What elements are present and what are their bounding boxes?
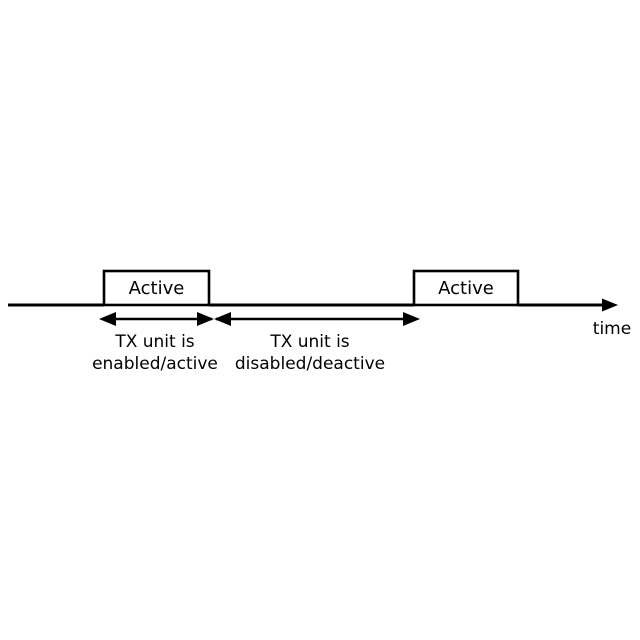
active-pulse-box-1 <box>102 269 211 307</box>
time-axis-arrowhead-icon <box>602 298 618 312</box>
active-pulse-label-1: Active <box>129 278 185 299</box>
time-axis-label: time <box>593 319 631 339</box>
disabled-span-arrowhead-right-icon <box>403 312 420 326</box>
active-pulse-box-2 <box>412 269 520 307</box>
disabled-span-caption-line1: TX unit is <box>269 332 349 352</box>
enabled-span-caption-line1: TX unit is <box>114 332 194 352</box>
enabled-span-caption-line2: enabled/active <box>92 354 218 374</box>
enabled-span-arrowhead-right-icon <box>197 312 214 326</box>
disabled-span-caption-line2: disabled/deactive <box>235 354 385 374</box>
disabled-span-arrowhead-left-icon <box>214 312 231 326</box>
active-pulse-label-2: Active <box>438 278 494 299</box>
enabled-span-arrowhead-left-icon <box>99 312 116 326</box>
